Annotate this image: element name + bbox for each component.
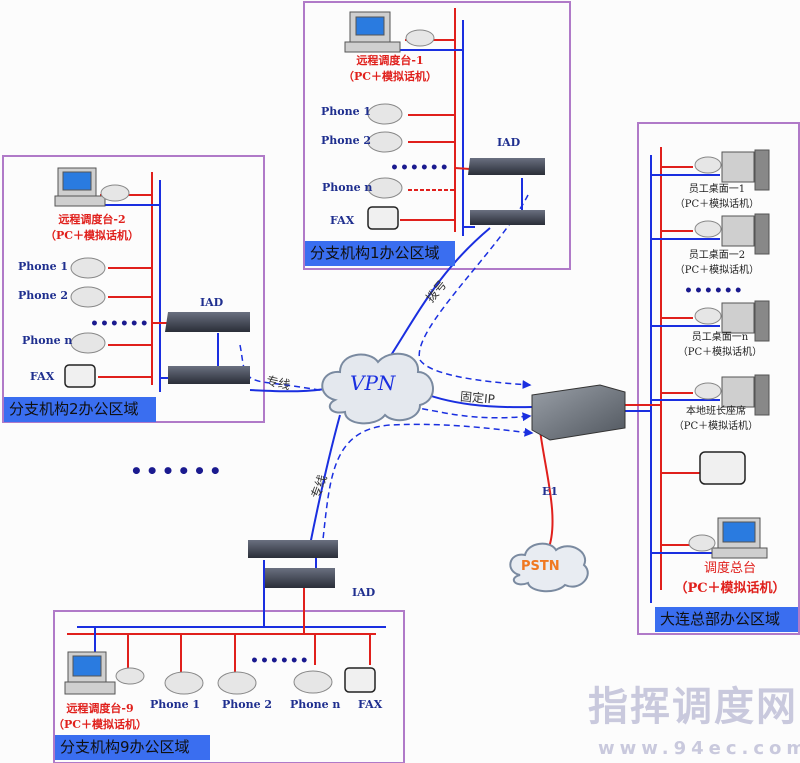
pc-icons <box>54 11 770 695</box>
hq-desk-1-sub: （PC＋模拟话机） <box>674 199 760 210</box>
pc-icon <box>721 300 770 342</box>
branch9-iad-device <box>265 568 335 588</box>
hq-leader-seat-sub: （PC＋模拟话机） <box>673 421 759 432</box>
hq-main-console-sub: （PC＋模拟话机） <box>674 581 786 596</box>
branch2-fax-label: FAX <box>30 370 55 383</box>
branch1-console-label: 远程调度台-1 <box>356 54 424 67</box>
branch9-console-label: 远程调度台-9 <box>66 702 134 715</box>
hq-more-dots: •••••• <box>684 283 744 299</box>
branch9-switch-device <box>248 540 338 558</box>
branch2-region <box>2 155 265 423</box>
pc-icon <box>344 11 401 53</box>
branch9-phone-2-label: Phone 2 <box>222 698 273 711</box>
branch9-bus <box>67 558 386 672</box>
branch2-iad-label: IAD <box>200 296 224 309</box>
watermark-title: 指挥调度网 <box>588 684 798 730</box>
branch1-fax-label: FAX <box>330 214 355 227</box>
pstn-label: PSTN <box>521 559 560 574</box>
hq-desk-2-sub: （PC＋模拟话机） <box>674 265 760 276</box>
branch2-phone-n-label: Phone n <box>22 334 73 347</box>
hq-bus <box>625 147 720 603</box>
branch1-phone-2-label: Phone 2 <box>321 134 372 147</box>
watermark-url: www.94ec.com <box>598 738 800 759</box>
branch1-area-label: 分支机构1办公区域 <box>305 241 455 266</box>
branch2-console-label: 远程调度台-2 <box>58 213 126 226</box>
hq-area-label: 大连总部办公区域 <box>655 607 798 632</box>
branch1-region <box>303 1 571 270</box>
hq-server-device <box>531 384 626 441</box>
branch9-iad-label: IAD <box>352 586 376 599</box>
branch1-switch-device <box>470 210 545 225</box>
branch1-console-sub: （PC＋模拟话机） <box>342 70 438 83</box>
hq-desk-n-label: 员工桌面一n <box>691 332 749 343</box>
pc-icon <box>721 374 770 416</box>
hq-desk-n-sub: （PC＋模拟话机） <box>677 347 763 358</box>
branch2-more-dots: •••••• <box>90 316 150 332</box>
branch9-fax-label: FAX <box>358 698 383 711</box>
more-branches-dots: •••••• <box>130 459 225 483</box>
branch1-iad-device <box>468 158 545 175</box>
e1-label: E1 <box>542 485 559 498</box>
branch9-phone-n-label: Phone n <box>290 698 341 711</box>
branch1-phone-1-label: Phone 1 <box>321 105 372 118</box>
hq-leader-seat-label: 本地班长座席 <box>686 406 746 417</box>
hq-main-console-label: 调度总台 <box>703 561 757 576</box>
fax-icons <box>64 206 746 693</box>
branch1-iad-label: IAD <box>497 136 521 149</box>
branch2-phone-1-label: Phone 1 <box>18 260 69 273</box>
branch1-phone-n-label: Phone n <box>322 181 373 194</box>
hq-desk-2-label: 员工桌面一2 <box>688 250 746 261</box>
hq-desk-1-label: 员工桌面一1 <box>688 184 746 195</box>
branch9-phone-1-label: Phone 1 <box>150 698 201 711</box>
branch9-area-label: 分支机构9办公区域 <box>55 735 210 760</box>
fixed-ip-label: 固定IP <box>459 389 496 407</box>
pstn-cloud <box>509 542 589 593</box>
pc-icon <box>721 149 770 191</box>
branch2-phone-2-label: Phone 2 <box>18 289 69 302</box>
branch1-more-dots: •••••• <box>390 160 450 176</box>
pc-icon <box>54 167 106 207</box>
branch9-more-dots: •••••• <box>250 653 310 669</box>
pc-icon <box>721 213 770 255</box>
pc-icon <box>64 651 116 695</box>
branch9-console-sub: （PC＋模拟话机） <box>52 718 148 731</box>
branch2-iad-device <box>165 312 250 332</box>
phone-icons <box>70 29 722 695</box>
pc-icon <box>711 517 768 559</box>
vpn-label: VPN <box>350 371 396 395</box>
branch2-area-label: 分支机构2办公区域 <box>4 397 156 422</box>
branch2-bus <box>95 172 219 392</box>
branch2-switch-device <box>168 366 250 384</box>
vpn-cloud <box>321 352 434 425</box>
branch2-console-sub: （PC＋模拟话机） <box>44 229 140 242</box>
hq-region <box>637 122 800 635</box>
